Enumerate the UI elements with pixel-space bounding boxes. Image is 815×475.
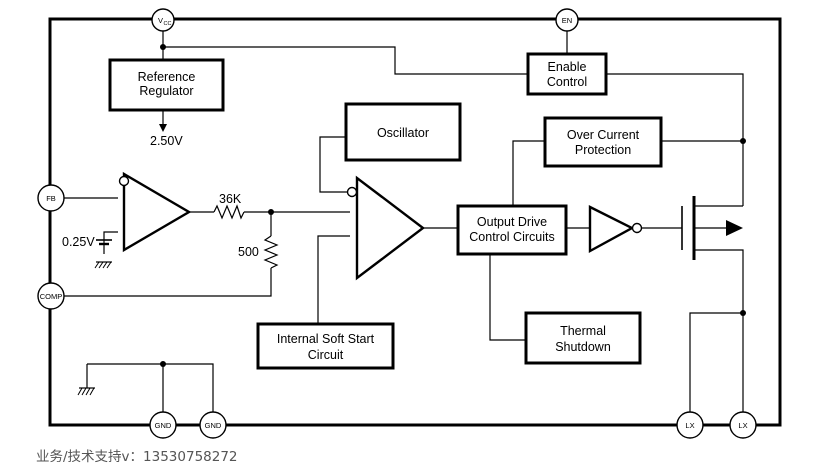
output-drive-line1: Output Drive — [477, 215, 547, 229]
over-current-protection-block: Over Current Protection — [543, 116, 663, 168]
pin-fb: FB — [37, 184, 65, 212]
support-contact-footer: 业务/技术支持v：13530758272 — [36, 449, 238, 465]
ref-voltage-label: 2.50V — [150, 134, 183, 148]
thermal-line1: Thermal — [560, 324, 606, 338]
pin-gnd-1-label: GND — [155, 421, 172, 430]
pin-en: EN — [555, 8, 579, 32]
output-drive-line2: Control Circuits — [469, 230, 554, 244]
pin-lx-1: LX — [676, 411, 704, 439]
soft-start-block: Internal Soft Start Circuit — [256, 322, 395, 370]
ref-output-arrow — [159, 124, 167, 132]
pwm-comparator — [346, 175, 425, 281]
r1-label: 36K — [219, 192, 242, 206]
resistor-500 — [263, 235, 279, 269]
chip-boundary — [48, 17, 782, 427]
pin-comp-label: COMP — [40, 292, 63, 301]
reference-regulator-block: Reference Regulator — [108, 58, 225, 112]
enable-control-line1: Enable — [548, 60, 587, 74]
pin-lx-2: LX — [729, 411, 757, 439]
symbols — [77, 124, 743, 396]
mosfet-arrow — [726, 220, 743, 236]
pin-lx-1-label: LX — [685, 421, 694, 430]
pin-vcc-label: V — [158, 16, 163, 25]
pin-lx-2-label: LX — [738, 421, 747, 430]
pin-gnd-2: GND — [199, 411, 227, 439]
junctions — [160, 44, 746, 367]
oscillator-block: Oscillator — [344, 102, 462, 162]
pin-gnd-1: GND — [149, 411, 177, 439]
soft-start-line2: Circuit — [308, 348, 344, 362]
pin-gnd-2-label: GND — [205, 421, 222, 430]
gate-driver-inverter — [588, 205, 643, 254]
pin-vcc-subscript: CC — [164, 21, 172, 27]
wires — [64, 31, 744, 415]
r2-label: 500 — [238, 245, 259, 259]
pin-vcc: V CC — [151, 8, 175, 32]
output-drive-block: Output Drive Control Circuits — [456, 204, 568, 256]
over-current-line1: Over Current — [567, 128, 640, 142]
ground-icon — [94, 261, 112, 269]
pin-comp: COMP — [37, 282, 65, 310]
ground-icon — [77, 387, 95, 396]
enable-control-line2: Control — [547, 75, 587, 89]
thermal-shutdown-block: Thermal Shutdown — [524, 311, 642, 365]
resistor-36k — [213, 204, 245, 220]
oscillator-label: Oscillator — [377, 126, 429, 140]
reference-regulator-line2: Regulator — [139, 84, 193, 98]
thermal-line2: Shutdown — [555, 340, 611, 354]
fb-reference-label: 0.25V — [62, 235, 95, 249]
reference-regulator-line1: Reference — [138, 70, 196, 84]
soft-start-line1: Internal Soft Start — [277, 332, 375, 346]
error-amplifier — [118, 171, 192, 253]
pin-fb-label: FB — [46, 194, 56, 203]
over-current-line2: Protection — [575, 143, 631, 157]
pin-en-label: EN — [562, 16, 572, 25]
enable-control-block: Enable Control — [526, 52, 608, 96]
